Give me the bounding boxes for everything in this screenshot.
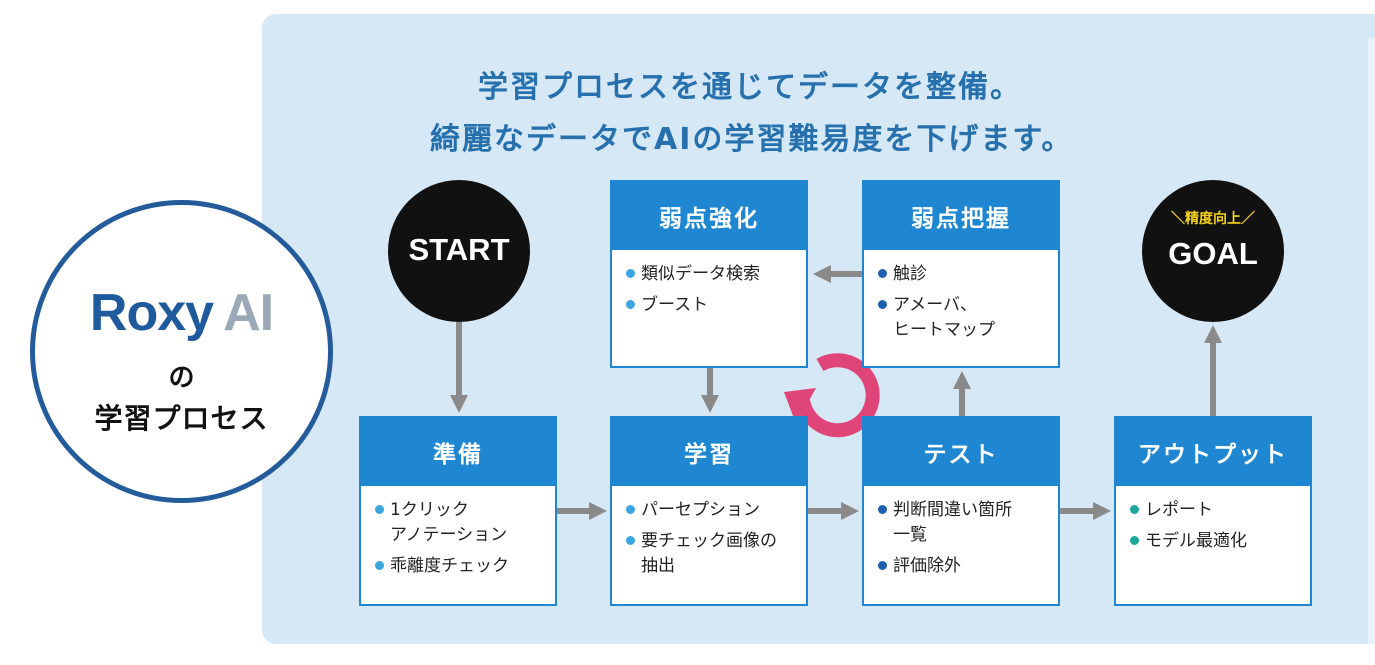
goal-circle: ＼精度向上／ GOAL	[1142, 180, 1284, 322]
bullet-icon	[878, 561, 887, 570]
bullet-icon	[375, 561, 384, 570]
step-item-text: パーセプション	[641, 500, 760, 520]
bullet-icon	[878, 300, 887, 309]
step-item-text: レポート	[1145, 500, 1213, 520]
start-label: START	[408, 232, 510, 267]
step-items: レポートモデル最適化	[1116, 486, 1310, 554]
cycle-arrow-icon	[784, 353, 880, 438]
bullet-icon	[626, 505, 635, 514]
step-box-output: アウトプット レポートモデル最適化	[1114, 416, 1312, 606]
step-item-text: モデル最適化	[1145, 531, 1247, 551]
step-item-text: 判断間違い箇所 一覧	[893, 500, 1012, 545]
step-box-kyoka: 弱点強化 類似データ検索ブースト	[610, 180, 808, 368]
bullet-icon	[626, 300, 635, 309]
step-item: レポート	[1130, 498, 1300, 523]
step-item-text: 類似データ検索	[641, 264, 760, 284]
step-item-text: アメーバ、 ヒートマップ	[893, 295, 995, 340]
step-title: 準備	[361, 418, 555, 486]
step-box-haaku: 弱点把握 触診アメーバ、 ヒートマップ	[862, 180, 1060, 368]
bullet-icon	[375, 505, 384, 514]
step-box-junbi: 準備 1クリック アノテーション乖離度チェック	[359, 416, 557, 606]
step-box-test: テスト 判断間違い箇所 一覧評価除外	[862, 416, 1060, 606]
bullet-icon	[1130, 505, 1139, 514]
logo-subtitle: 学習プロセス	[94, 402, 269, 435]
step-item-text: 1クリック アノテーション	[390, 500, 508, 545]
headline-line-2: 綺麗なデータでAIの学習難易度を下げます。	[430, 122, 1074, 157]
step-title: テスト	[864, 418, 1058, 486]
step-item: 類似データ検索	[626, 262, 796, 287]
step-title: 学習	[612, 418, 806, 486]
bullet-icon	[878, 505, 887, 514]
headline-line-1: 学習プロセスを通じてデータを整備。	[478, 70, 1022, 105]
step-title: 弱点把握	[864, 182, 1058, 250]
step-title: アウトプット	[1116, 418, 1310, 486]
logo-brand-ai: AI	[223, 284, 274, 342]
bullet-icon	[626, 536, 635, 545]
step-item-text: 要チェック画像の 抽出	[641, 531, 777, 576]
step-item: 判断間違い箇所 一覧	[878, 498, 1048, 548]
step-item: 乖離度チェック	[375, 554, 545, 579]
goal-tag: ＼精度向上／	[1171, 211, 1255, 227]
step-item-text: 乖離度チェック	[390, 556, 509, 576]
step-items: 判断間違い箇所 一覧評価除外	[864, 486, 1058, 579]
bullet-icon	[1130, 536, 1139, 545]
step-item-text: 触診	[893, 264, 927, 284]
step-items: 触診アメーバ、 ヒートマップ	[864, 250, 1058, 343]
logo-subtitle-particle: の	[168, 363, 195, 393]
step-item: 触診	[878, 262, 1048, 287]
step-item-text: ブースト	[641, 295, 709, 315]
bullet-icon	[878, 269, 887, 278]
step-item: アメーバ、 ヒートマップ	[878, 293, 1048, 343]
step-box-gakushu: 学習 パーセプション要チェック画像の 抽出	[610, 416, 808, 606]
step-items: パーセプション要チェック画像の 抽出	[612, 486, 806, 579]
bullet-icon	[626, 269, 635, 278]
logo-brand-main: Roxy	[89, 284, 214, 342]
step-item: 評価除外	[878, 554, 1048, 579]
step-item: ブースト	[626, 293, 796, 318]
step-item: パーセプション	[626, 498, 796, 523]
step-items: 1クリック アノテーション乖離度チェック	[361, 486, 555, 579]
panel-edge	[1368, 38, 1375, 644]
step-item-text: 評価除外	[893, 556, 961, 576]
goal-label: GOAL	[1168, 236, 1258, 271]
step-item: 1クリック アノテーション	[375, 498, 545, 548]
step-title: 弱点強化	[612, 182, 806, 250]
step-item: モデル最適化	[1130, 529, 1300, 554]
start-circle: START	[388, 180, 530, 322]
step-items: 類似データ検索ブースト	[612, 250, 806, 318]
step-item: 要チェック画像の 抽出	[626, 529, 796, 579]
